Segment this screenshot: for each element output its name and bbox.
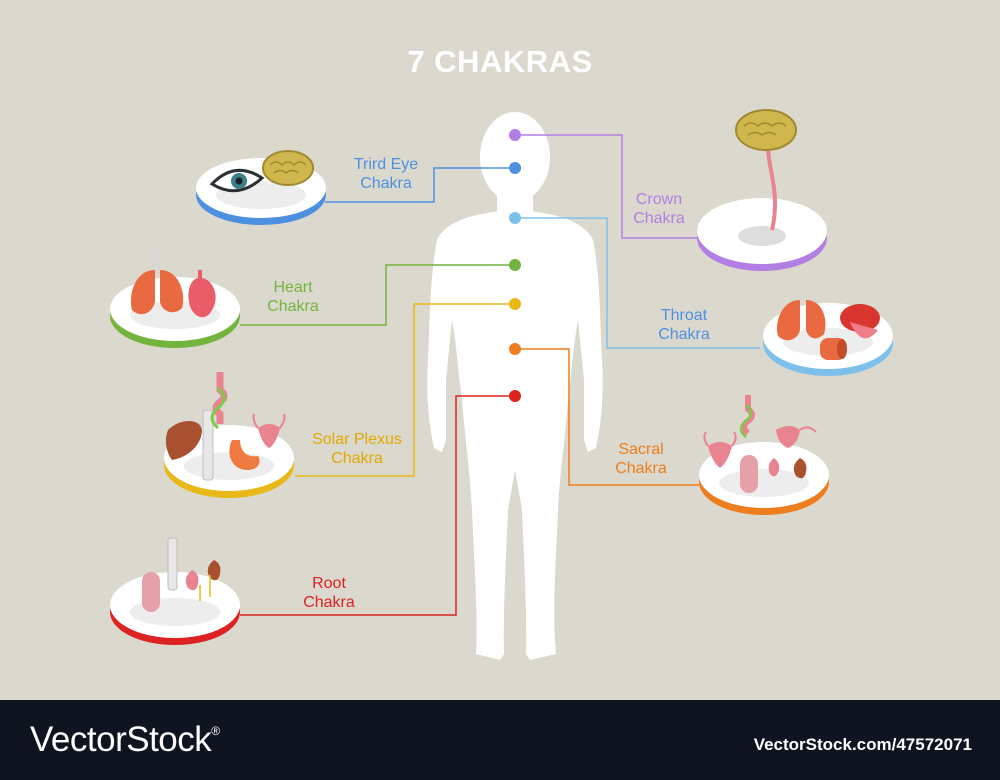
solar-plexus-connector [295,303,515,477]
spine-icon [167,537,178,591]
crown-dot [509,129,521,141]
third-eye-platform [196,150,326,225]
third-eye-chakra-label: Trird Eye Chakra [342,155,430,193]
solar-plexus-label-line1: Solar Plexus [312,431,402,448]
human-silhouette [427,112,603,660]
mouth-icon [840,304,880,339]
sacral-label-line2: Chakra [615,460,667,477]
heart-label-line1: Heart [273,279,313,296]
heart-chakra-label: Heart Chakra [254,278,332,316]
intestine-icon [739,395,755,438]
solar-plexus-label-line2: Chakra [331,450,383,467]
intestine-icon [210,372,228,430]
crown-platform [697,109,827,271]
heart-dot [509,259,521,271]
sacral-dot [509,343,521,355]
brand-name: VectorStock [30,720,212,759]
third-eye-label-line2: Chakra [360,175,412,192]
bladder-icon [776,426,817,448]
lungs-icon [130,250,184,315]
uterus-icon [703,431,737,468]
liver-icon [165,421,202,460]
throat-chakra-label: Throat Chakra [645,306,723,344]
crown-chakra-label: Crown Chakra [620,190,698,228]
eye-icon [209,168,265,193]
spine-icon [202,409,214,481]
brand-logo: VectorStock® [30,720,220,760]
crown-connector [515,134,705,239]
sacral-connector [515,348,700,486]
solar-plexus-chakra-label: Solar Plexus Chakra [302,430,412,468]
sacral-platform [699,395,829,515]
throat-label-line1: Throat [660,307,708,324]
crown-label-line2: Chakra [633,210,685,227]
heart-connector [240,264,515,326]
kidney-icon [185,560,221,601]
throat-platform [763,300,893,376]
root-label-line1: Root [312,575,346,592]
throat-icon [820,338,847,360]
footer-bar: VectorStock® VectorStock.com/47572071 [0,700,1000,780]
root-chakra-label: Root Chakra [290,574,368,612]
stomach-icon [229,440,260,470]
root-platform [110,537,240,645]
root-dot [509,390,521,402]
uterus-icon [252,413,286,448]
heart-organ-icon [188,270,216,318]
lungs-icon [776,300,826,341]
reproductive-icon [142,572,160,612]
throat-label-line2: Chakra [658,326,710,343]
diagram-canvas [110,109,893,660]
heart-platform [110,250,240,348]
sacral-label-line1: Sacral [618,441,664,458]
root-label-line2: Chakra [303,594,355,611]
page-title: 7 CHAKRAS [407,44,593,79]
throat-connector [515,217,760,349]
brain-spine-icon [735,109,797,231]
third-eye-dot [509,162,521,174]
root-connector [240,395,515,616]
image-id: VectorStock.com/47572071 [753,735,972,754]
brain-icon [262,150,314,186]
solar-plexus-platform [164,372,294,498]
sacral-chakra-label: Sacral Chakra [602,440,680,478]
third-eye-label-line1: Trird Eye [353,156,419,173]
third-eye-connector [325,167,515,203]
solar-plexus-dot [509,298,521,310]
kidney-icon [768,458,807,479]
heart-label-line2: Chakra [267,298,319,315]
reproductive-icon [740,455,758,493]
registered-mark: ® [211,724,220,738]
crown-label-line1: Crown [635,191,683,208]
throat-dot [509,212,521,224]
